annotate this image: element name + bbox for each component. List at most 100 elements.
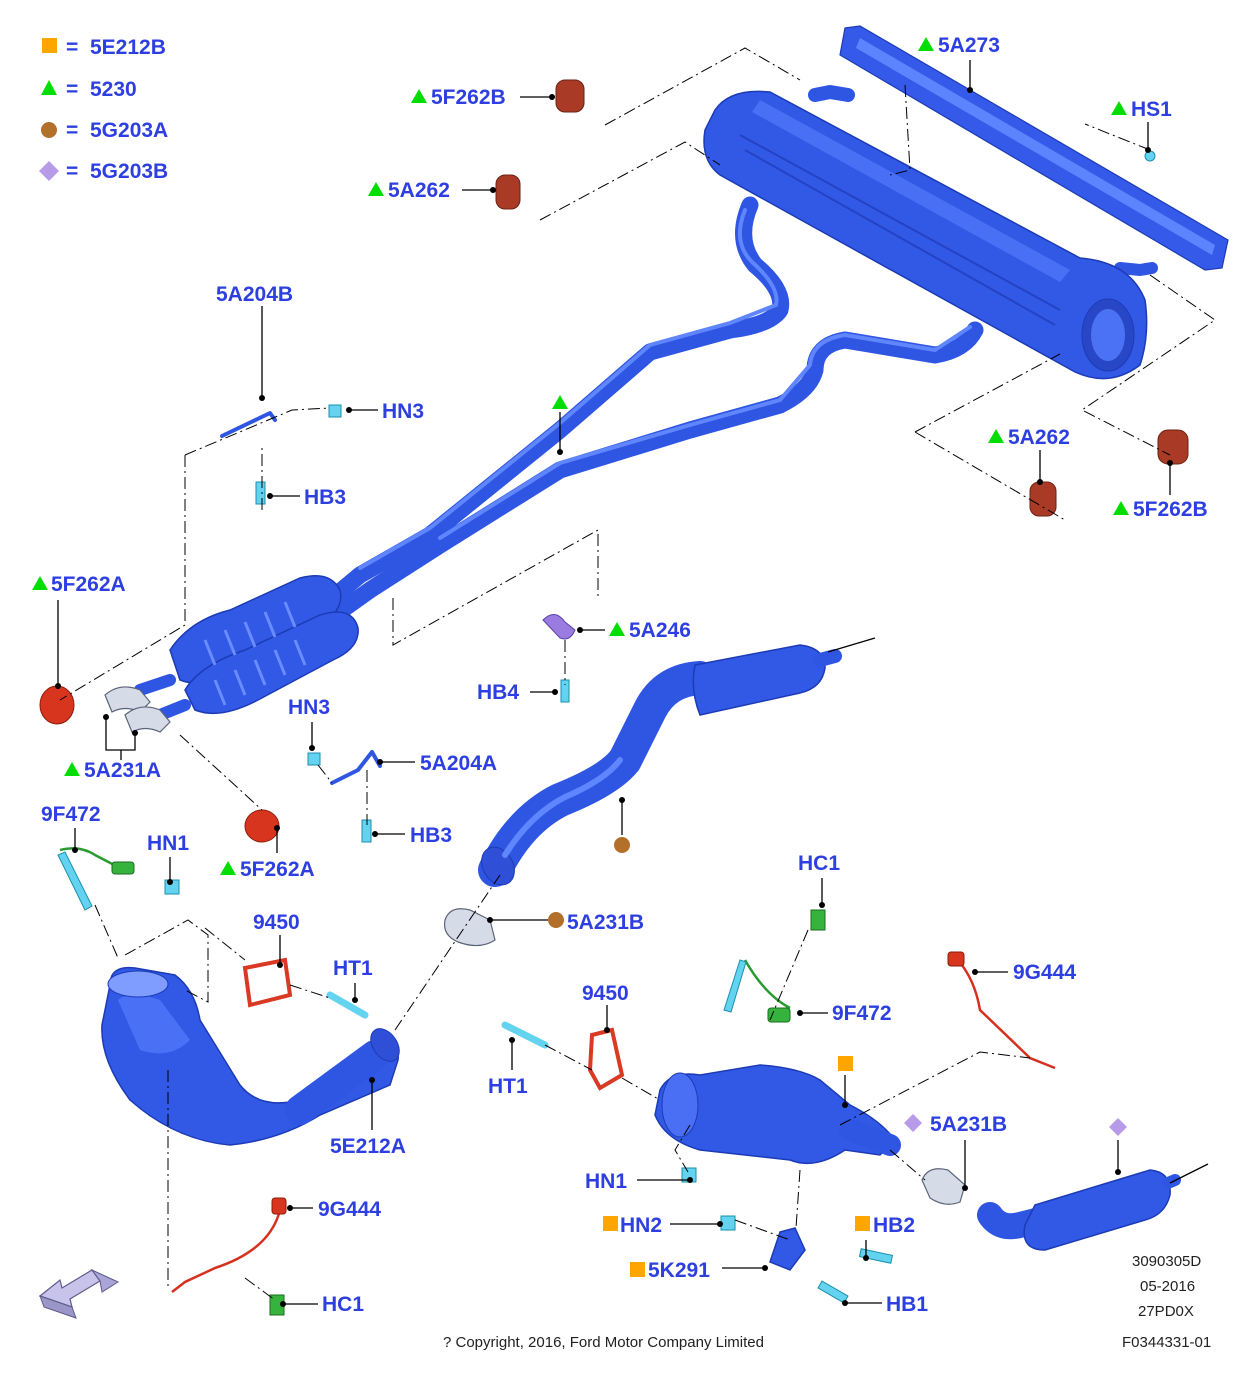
heat-shield-ht1-left [326,991,369,1019]
label-5a231a: 5A231A [84,759,161,782]
legend-code-5e212b: 5E212B [90,36,166,59]
isolator-5a262-right [1029,481,1057,517]
sensor-9f472-left [59,847,121,870]
purple-diamond-icon [904,1114,922,1132]
orange-square-icon [838,1056,853,1071]
label-5a231b-right: 5A231B [930,1113,1007,1136]
label-hc1-right: HC1 [798,852,840,875]
catalytic-converter-right-part [654,1064,901,1165]
front-direction-arrow-icon [38,1268,120,1319]
sensor-9g444-left [171,1209,282,1293]
label-5a262-top: 5A262 [388,179,450,202]
green-triangle-icon [32,576,48,590]
label-ht1-right: HT1 [488,1075,528,1098]
illustration-code: 3090305D [1132,1253,1201,1270]
legend-code-5g203b: 5G203B [90,160,168,183]
nut-hn3-mid [307,752,321,766]
orange-square-icon [603,1216,618,1231]
clip-hc1-right [810,909,826,931]
label-5f262a-left: 5F262A [51,573,126,596]
green-triangle-icon [64,762,80,776]
label-hn3-top: HN3 [382,400,424,423]
label-symbols [32,37,1129,1277]
front-resonator-part [134,575,359,721]
label-9f472-right: 9F472 [832,1002,892,1025]
illustration-date: 05-2016 [1140,1278,1195,1295]
purple-diamond-icon [39,161,59,181]
green-triangle-icon [411,89,427,103]
brown-circle-icon [548,912,564,928]
legend-code-5230: 5230 [90,78,137,101]
assembly-lines [59,47,1216,1301]
footer: ? Copyright, 2016, Ford Motor Company Li… [443,1253,1211,1351]
label-hn2: HN2 [620,1214,662,1237]
catalytic-converter-left-part [101,966,400,1146]
label-hn1-right: HN1 [585,1170,627,1193]
gasket-9450-left [242,957,293,1008]
sensor-9f472-right [743,959,791,1010]
copyright-text: ? Copyright, 2016, Ford Motor Company Li… [443,1334,764,1351]
label-5f262a-mid: 5F262A [240,858,315,881]
heat-shield-ht1-right [501,1021,549,1049]
bolt-hb4 [560,679,570,703]
label-5f262b-top: 5F262B [431,86,506,109]
label-5a273: 5A273 [938,34,1000,57]
orange-square-icon [42,38,57,53]
label-hc1-left: HC1 [322,1293,364,1316]
label-hn3-mid: HN3 [288,696,330,719]
isolator-5a262-top [495,174,521,210]
label-5a231b-mid: 5A231B [567,911,644,934]
label-hb2: HB2 [873,1214,915,1237]
green-triangle-icon [368,182,384,196]
label-hn1-left: HN1 [147,832,189,855]
brown-circle-icon [41,122,57,138]
clamp-5a231b-mid-part [443,908,496,947]
orange-square-icon [855,1216,870,1231]
orange-square-icon [630,1262,645,1277]
sensor-9g444-right-connector [947,951,965,967]
label-5e212a: 5E212A [330,1135,406,1158]
label-9g444-right: 9G444 [1013,961,1076,984]
extension-line [1169,1163,1209,1184]
bolt-hb2 [858,1248,894,1264]
front-pipe-resonator-part [478,644,842,887]
sensor-9g444-left-connector [271,1197,287,1215]
legend-code-5g203a: 5G203A [90,119,168,142]
intermediate-pipe-part [321,196,984,624]
label-ht1-left: HT1 [333,957,373,980]
clamp-5a231a-part [104,686,171,733]
label-hb1: HB1 [886,1293,928,1316]
heat-shield-part [839,25,1229,271]
sensor-9f472-right-probe [723,959,747,1013]
label-9g444-left: 9G444 [318,1198,381,1221]
green-triangle-icon [988,429,1004,443]
legend-eq: = [66,36,78,59]
label-9f472-left: 9F472 [41,803,101,826]
label-5a204b: 5A204B [216,283,293,306]
nut-hn2 [720,1215,736,1231]
clamp-5a231b-right-part [921,1168,966,1205]
label-hs1: HS1 [1131,98,1172,121]
sensor-9f472-left-connector [111,861,135,875]
label-5a204a: 5A204A [420,752,497,775]
extension-line [827,637,876,653]
rear-pipe-5g203b-part [977,1169,1181,1251]
green-triangle-icon [220,861,236,875]
label-5f262b-right: 5F262B [1133,498,1208,521]
green-triangle-icon [609,622,625,636]
sensor-9f472-left-probe [57,851,93,911]
label-hb3-mid: HB3 [410,824,452,847]
purple-diamond-icon [1109,1118,1127,1136]
green-triangle-icon [1111,101,1127,115]
green-triangle-icon [41,80,57,95]
green-triangle-icon [552,395,568,409]
isolator-5f262a-mid [244,809,280,843]
legend-eq: = [66,78,78,101]
label-5a262-right: 5A262 [1008,426,1070,449]
nut-hn3-top [328,404,342,418]
label-hb4: HB4 [477,681,519,704]
bracket-5a204a [330,750,382,785]
isolator-5f262a-left [39,685,75,725]
green-triangle-icon [918,37,934,51]
